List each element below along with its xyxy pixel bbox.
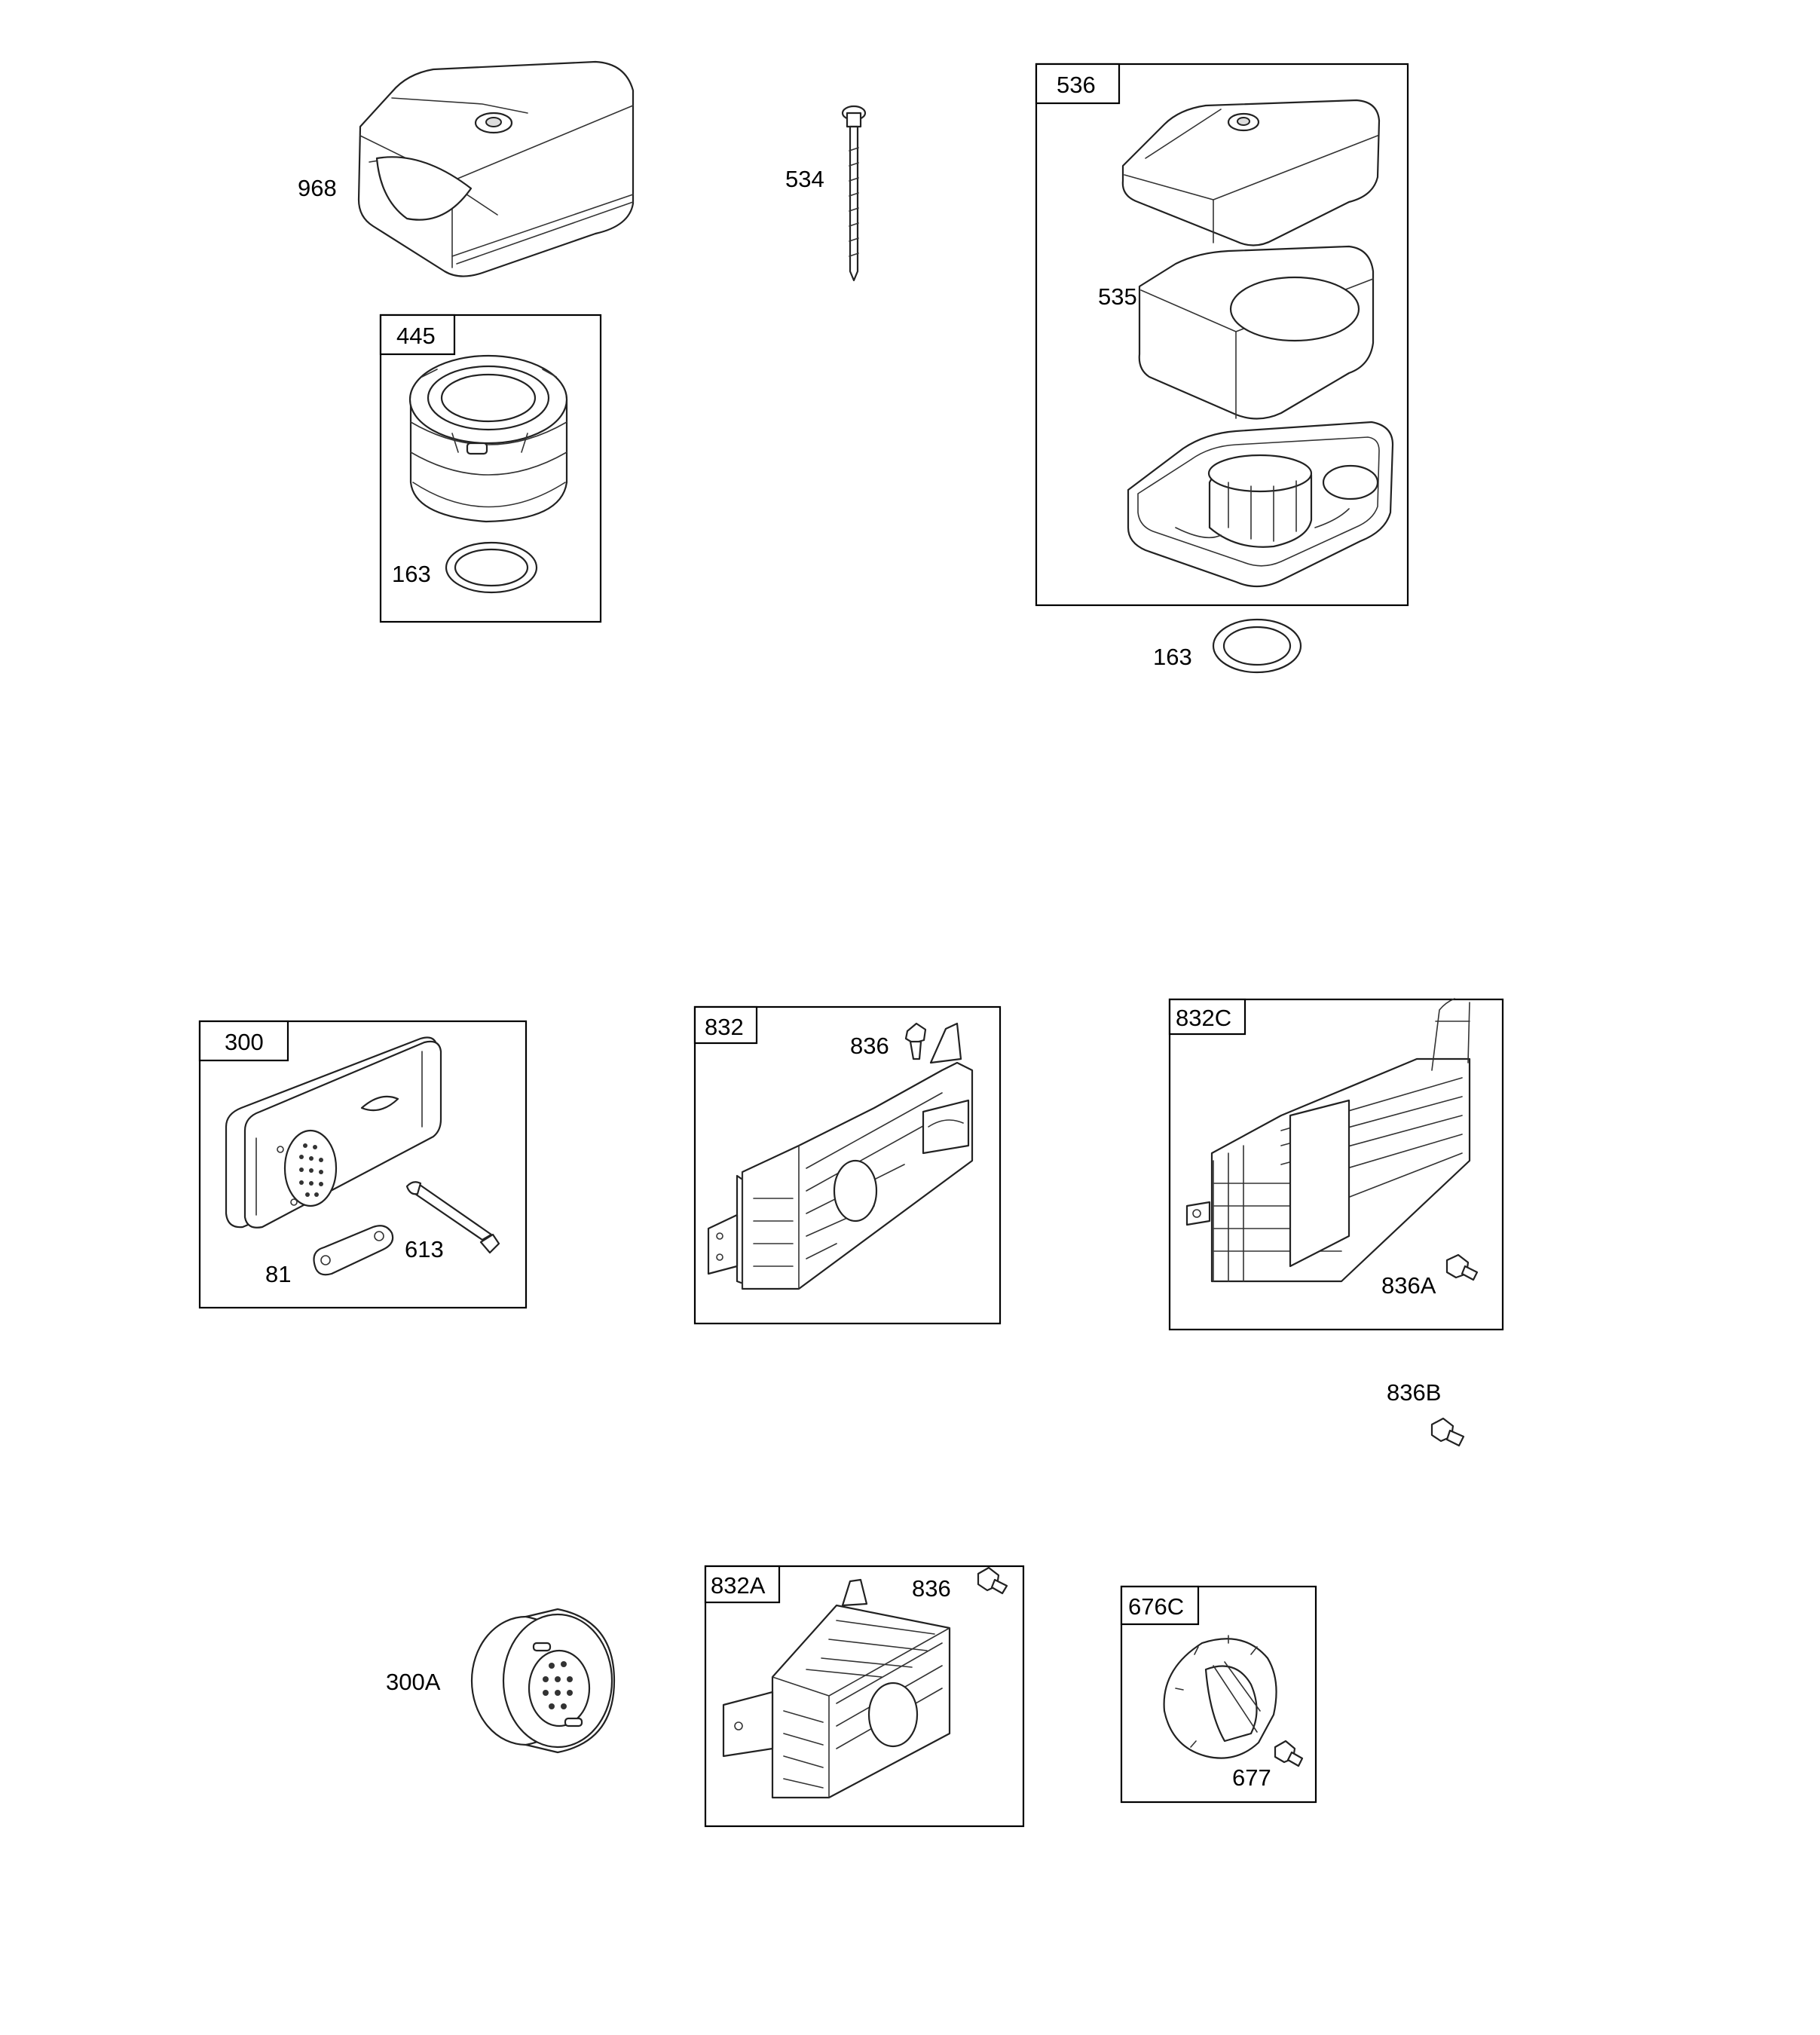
callout-832A: 832A: [711, 1572, 766, 1599]
callout-832: 832: [705, 1014, 744, 1040]
part-536-cover[interactable]: [1121, 99, 1381, 246]
callout-300: 300: [225, 1029, 264, 1055]
callout-300A: 300A: [386, 1669, 441, 1695]
callout-535: 535: [1098, 283, 1137, 310]
part-968-air-cleaner-cover[interactable]: [357, 60, 635, 277]
kit-box-832: [693, 1005, 1002, 1325]
kit-box-536: [1035, 63, 1409, 607]
callout-536: 536: [1057, 72, 1096, 98]
kit-box-676C: [1120, 1585, 1317, 1804]
callout-163-right: 163: [1153, 644, 1192, 670]
part-836-screw-top[interactable]: [904, 1022, 927, 1060]
kit-box-445: [379, 314, 602, 623]
part-832-heat-shield[interactable]: [707, 1022, 974, 1290]
part-836-screw-bottom[interactable]: [977, 1566, 1008, 1595]
callout-81: 81: [265, 1261, 291, 1287]
kit-tag-832C: [1168, 998, 1246, 1036]
callout-163-left: 163: [392, 561, 431, 587]
part-163-gasket-right[interactable]: [1212, 618, 1302, 674]
part-613-bolt[interactable]: [405, 1181, 500, 1254]
callout-677: 677: [1232, 1764, 1271, 1791]
callout-832C: 832C: [1176, 1005, 1231, 1031]
part-300-muffler[interactable]: [225, 1036, 442, 1229]
callout-836A: 836A: [1381, 1272, 1436, 1299]
part-535-foam-precleaner[interactable]: [1138, 245, 1375, 420]
kit-tag-300: [198, 1020, 289, 1062]
kit-tag-676C: [1120, 1585, 1200, 1626]
callout-836-bottom: 836: [912, 1575, 951, 1602]
part-445-air-filter-cartridge[interactable]: [408, 354, 568, 523]
callout-676C: 676C: [1128, 1593, 1184, 1620]
part-163-gasket-left[interactable]: [445, 541, 538, 594]
part-536-base-tray[interactable]: [1127, 421, 1394, 588]
callout-613: 613: [405, 1236, 444, 1262]
part-832A-heat-shield[interactable]: [722, 1578, 951, 1799]
callout-445: 445: [396, 323, 436, 349]
part-676C-spark-arrester[interactable]: [1163, 1635, 1277, 1759]
part-81-lock-plate[interactable]: [313, 1225, 394, 1276]
kit-box-832A: [704, 1565, 1025, 1828]
callout-534: 534: [785, 166, 824, 192]
kit-tag-832: [693, 1005, 758, 1045]
kit-tag-536: [1035, 63, 1121, 105]
kit-box-832C: [1168, 998, 1504, 1331]
part-836B-screw[interactable]: [1430, 1417, 1465, 1447]
callout-836-top: 836: [850, 1033, 889, 1059]
callout-836B: 836B: [1387, 1379, 1441, 1406]
kit-tag-832A: [704, 1565, 781, 1604]
callout-968: 968: [298, 175, 337, 201]
part-832C-wire-guard[interactable]: [1185, 998, 1471, 1283]
part-836A-screw[interactable]: [1445, 1253, 1479, 1281]
part-677-screw[interactable]: [1274, 1740, 1304, 1767]
kit-box-300: [198, 1020, 528, 1309]
part-300A-round-muffler[interactable]: [470, 1608, 616, 1754]
kit-tag-445: [379, 314, 456, 356]
part-534-screw[interactable]: [841, 105, 867, 282]
